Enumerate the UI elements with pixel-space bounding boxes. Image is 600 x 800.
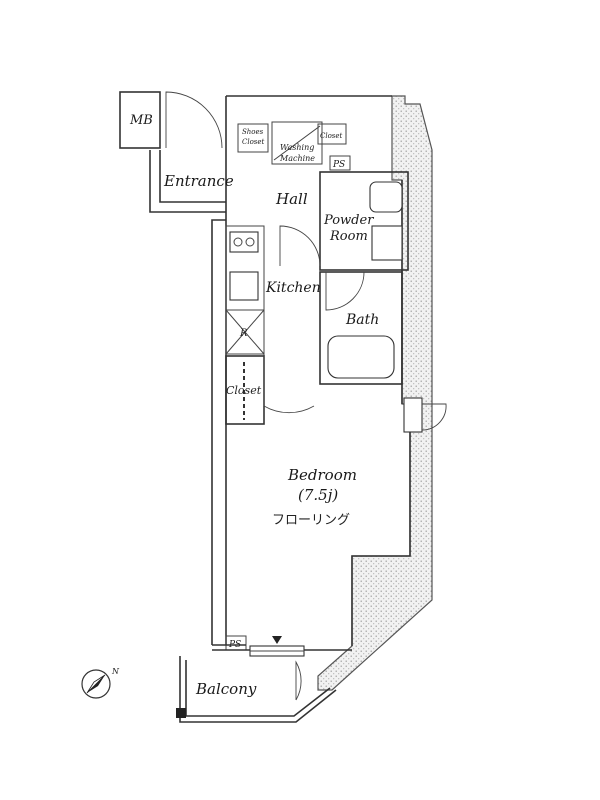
stove-burner-1 <box>233 237 243 247</box>
mb-label: MB <box>129 113 153 128</box>
shelf-closet-label: Closet <box>320 132 343 140</box>
closet-door[interactable] <box>263 356 315 414</box>
ps-top-box <box>329 155 351 171</box>
shoe-closet-label-1: Shoes <box>242 128 264 136</box>
bath-door[interactable] <box>325 271 365 311</box>
hall-label: Hall <box>275 190 308 208</box>
side-window-swing <box>421 403 447 431</box>
powder-label-2: Room <box>329 229 368 244</box>
shoe-closet <box>237 123 269 153</box>
ps-top-label: PS <box>332 160 345 170</box>
kitchen-label: Kitchen <box>265 280 321 296</box>
powder-vanity <box>369 181 403 213</box>
compass-icon: N <box>81 667 120 699</box>
entrance-wall <box>149 150 226 213</box>
balcony-outline <box>179 656 337 723</box>
balcony-drain <box>176 708 186 718</box>
compass-north-label: N <box>111 667 120 676</box>
fridge-label: R <box>239 328 248 339</box>
powder-room-box <box>319 171 409 271</box>
bedroom-size-label: (7.5j) <box>298 486 338 504</box>
entrance-label: Entrance <box>163 172 234 190</box>
powder-toilet <box>371 225 403 261</box>
washing-label-2: Machine <box>279 154 315 163</box>
washing-machine-diag <box>273 125 321 161</box>
bathtub <box>327 335 395 379</box>
shoe-closet-label-2: Closet <box>242 138 265 146</box>
washing-label-1: Washing <box>280 143 314 152</box>
fridge-diag-2 <box>225 309 265 355</box>
closet-label: Closet <box>226 384 262 397</box>
bath-label: Bath <box>345 312 379 328</box>
bedroom-floor-label: フローリング <box>272 513 350 528</box>
kitchen-sink <box>229 271 259 301</box>
entrance-door[interactable] <box>165 91 223 149</box>
shelf-closet <box>317 123 347 145</box>
mb-box <box>119 91 161 149</box>
stove-burner-2 <box>245 237 255 247</box>
powder-door[interactable] <box>279 225 321 267</box>
entry-marker <box>272 636 282 644</box>
balcony-door[interactable] <box>295 660 302 701</box>
stove <box>229 231 259 253</box>
bath-box <box>319 271 403 385</box>
washing-machine <box>271 121 323 165</box>
fridge-box <box>225 309 265 355</box>
balcony-label: Balcony <box>195 680 257 698</box>
side-window[interactable] <box>403 397 423 433</box>
powder-label-1: Powder <box>323 213 374 228</box>
bedroom-label: Bedroom <box>287 466 357 484</box>
